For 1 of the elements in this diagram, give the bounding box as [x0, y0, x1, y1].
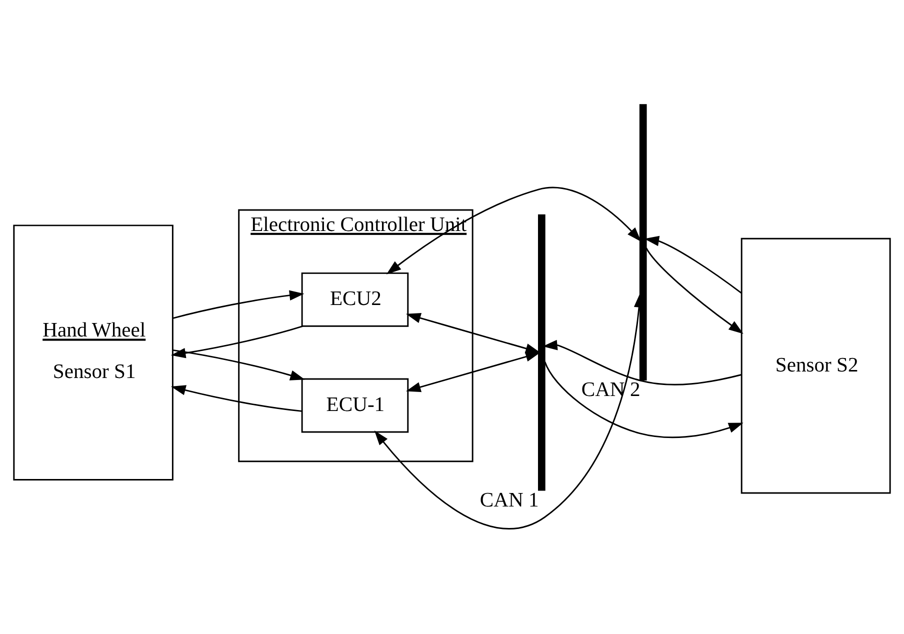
node-label: CAN 1: [480, 489, 539, 512]
